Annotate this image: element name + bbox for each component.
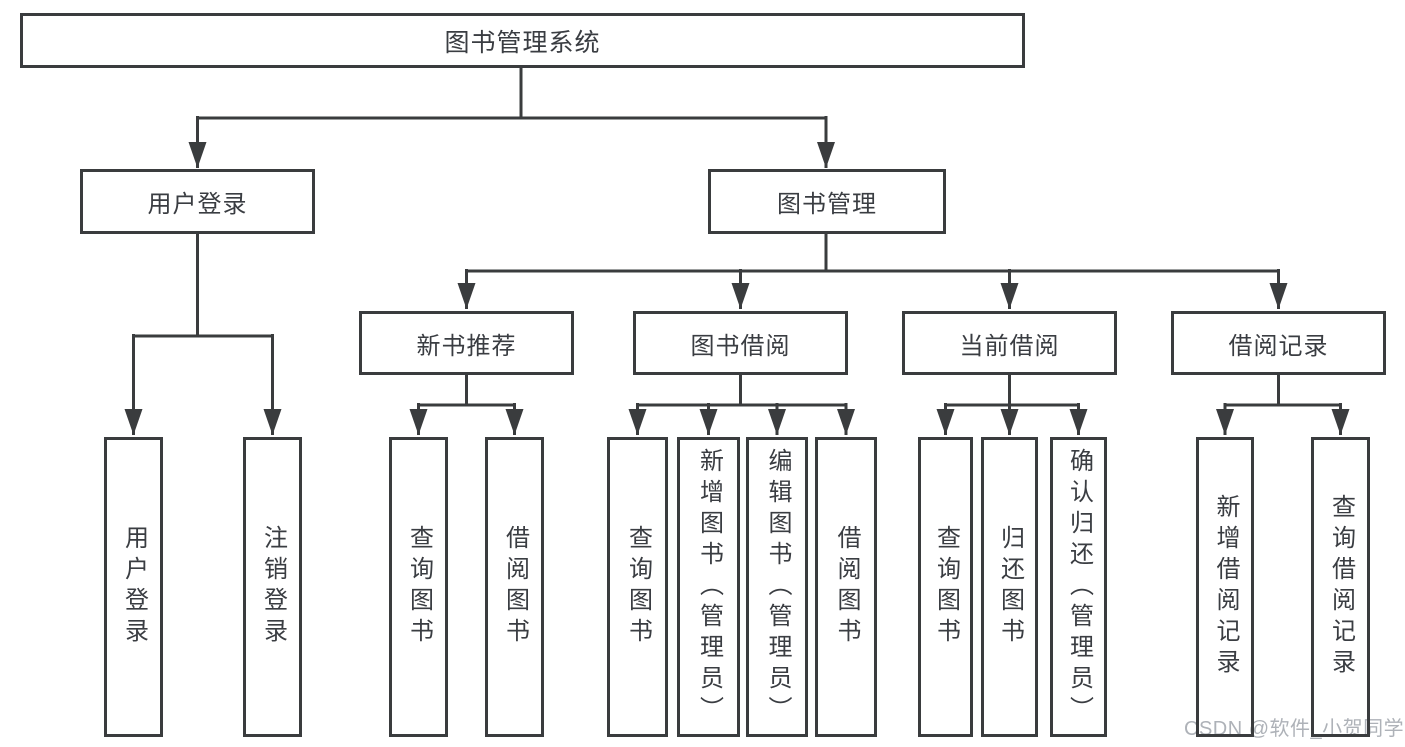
leaf-user-login-label: 用户登录: [120, 525, 148, 649]
node-new-book-recommend-label: 新书推荐: [416, 332, 517, 360]
leaf-records-query-record-label: 查询借阅记录: [1327, 494, 1355, 680]
leaf-borrowing-borrow-books: 借阅图书: [815, 437, 877, 737]
node-new-book-recommend: 新书推荐: [359, 311, 574, 375]
leaf-newbooks-borrow-books: 借阅图书: [485, 437, 544, 737]
leaf-current-query-books-label: 查询图书: [932, 525, 960, 649]
connector-user-login-children: [124, 234, 282, 435]
leaf-records-add-record: 新增借阅记录: [1196, 437, 1254, 737]
leaf-borrowing-add-books-admin-label: 新增图书（管理员）: [695, 447, 723, 727]
leaf-borrowing-edit-books-admin: 编辑图书（管理员）: [746, 437, 808, 737]
connector-new-book-children: [409, 375, 524, 435]
node-current-borrowing-label: 当前借阅: [959, 332, 1060, 360]
leaf-records-query-record: 查询借阅记录: [1311, 437, 1370, 737]
connector-records-children: [1216, 375, 1350, 435]
node-user-login: 用户登录: [80, 169, 315, 234]
node-root: 图书管理系统: [20, 13, 1025, 68]
node-current-borrowing: 当前借阅: [902, 311, 1117, 375]
leaf-newbooks-query-books-label: 查询图书: [405, 525, 433, 649]
node-book-management-label: 图书管理: [777, 191, 877, 218]
connector-book-management-children: [457, 234, 1288, 309]
connector-borrowing-children: [628, 375, 855, 435]
node-borrow-records: 借阅记录: [1171, 311, 1386, 375]
leaf-borrowing-edit-books-admin-label: 编辑图书（管理员）: [764, 447, 791, 727]
leaf-current-query-books: 查询图书: [918, 437, 973, 737]
leaf-current-return-books: 归还图书: [981, 437, 1038, 737]
leaf-newbooks-borrow-books-label: 借阅图书: [501, 525, 529, 649]
leaf-logout: 注销登录: [243, 437, 302, 737]
connector-current-children: [936, 375, 1088, 435]
node-book-management: 图书管理: [708, 169, 946, 234]
leaf-current-confirm-return-admin-label: 确认归还（管理员）: [1065, 447, 1093, 727]
connector-root-to-level2: [188, 65, 835, 168]
leaf-logout-label: 注销登录: [259, 525, 287, 649]
leaf-newbooks-query-books: 查询图书: [389, 437, 448, 737]
leaf-current-return-books-label: 归还图书: [996, 525, 1024, 649]
node-book-borrowing-label: 图书借阅: [690, 332, 791, 360]
node-borrow-records-label: 借阅记录: [1228, 332, 1329, 360]
leaf-borrowing-query-books-label: 查询图书: [624, 525, 652, 649]
leaf-current-confirm-return-admin: 确认归还（管理员）: [1050, 437, 1107, 737]
leaf-borrowing-add-books-admin: 新增图书（管理员）: [677, 437, 740, 737]
node-user-login-label: 用户登录: [147, 191, 248, 218]
node-book-borrowing: 图书借阅: [633, 311, 848, 375]
leaf-user-login: 用户登录: [104, 437, 163, 737]
leaf-borrowing-query-books: 查询图书: [607, 437, 668, 737]
node-root-label: 图书管理系统: [444, 28, 601, 57]
leaf-borrowing-borrow-books-label: 借阅图书: [833, 525, 860, 649]
leaf-records-add-record-label: 新增借阅记录: [1212, 494, 1239, 680]
